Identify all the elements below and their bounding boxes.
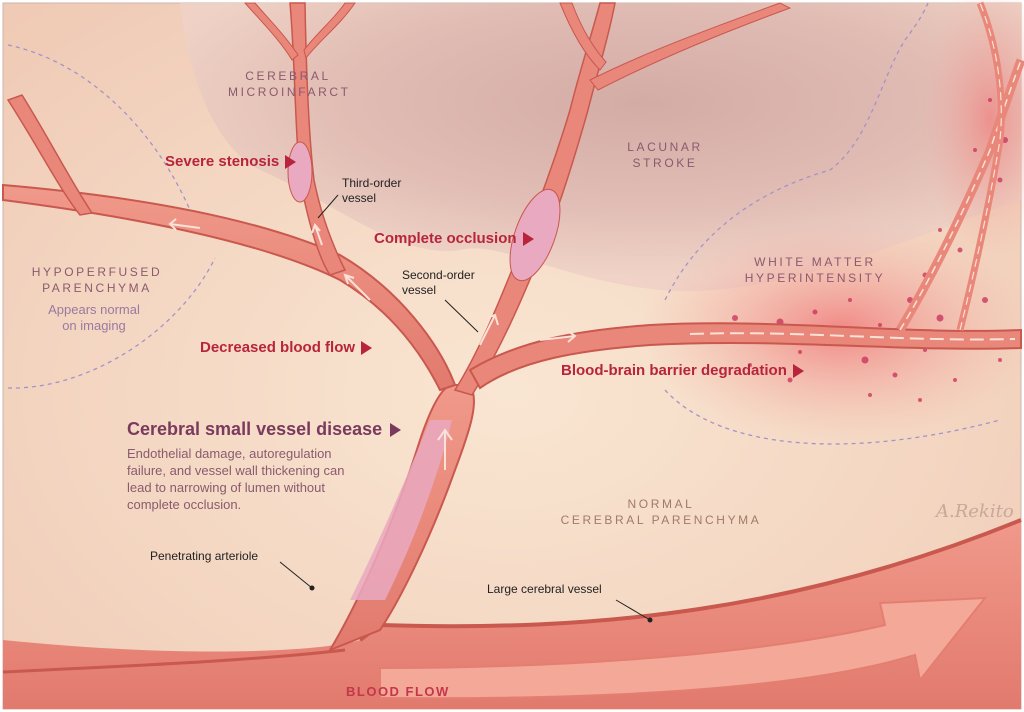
hypoperfused-boundary — [7, 44, 191, 211]
csvd-callout: Cerebral small vessel disease — [127, 419, 402, 440]
severe-stenosis-callout: Severe stenosis — [165, 153, 297, 170]
artist-signature: A.Rekito — [936, 501, 1014, 522]
large-cerebral-vessel-label: Large cerebral vessel — [487, 582, 602, 596]
third-order-vessel-label: Third-order vessel — [342, 176, 402, 205]
severe-stenosis-text: Severe stenosis — [165, 153, 280, 170]
wmh-boundary-lower — [664, 389, 1001, 445]
upper-region — [180, 3, 1021, 292]
triangle-right-icon — [361, 340, 373, 355]
wmh-boundary — [664, 2, 929, 301]
third-order-branch-1 — [243, 2, 299, 61]
penetrating-arteriole-label: Penetrating arteriole — [150, 549, 259, 563]
left-top-branch — [6, 94, 94, 216]
bbb-vessel-dashes — [689, 332, 1016, 341]
hypoperfused-boundary-lower — [7, 257, 216, 389]
triangle-right-icon — [285, 154, 297, 169]
blood-flow-label: BLOOD FLOW — [346, 684, 450, 699]
decreased-flow-vessel — [1, 183, 457, 392]
triangle-right-icon — [390, 422, 402, 437]
decreased-blood-flow-text: Decreased blood flow — [200, 339, 356, 356]
bbb-degradation-text: Blood-brain barrier degradation — [561, 362, 787, 379]
wmh-vessel-1-dashes — [899, 59, 1022, 331]
large-vessel-wall — [358, 518, 1022, 642]
severe-stenosis-site — [287, 141, 313, 203]
complete-occlusion-text: Complete occlusion — [374, 230, 517, 247]
flow-arrows — [168, 218, 577, 470]
hypoperfused-note: Appears normal on imaging — [48, 302, 140, 333]
cerebral-microinfarct-label: CEREBRAL MICROINFARCT — [228, 69, 351, 99]
csvd-title: Cerebral small vessel disease — [127, 419, 383, 439]
white-matter-hyperintensity-label: WHITE MATTER HYPERINTENSITY — [744, 255, 886, 285]
third-order-vessel — [289, 2, 347, 276]
third-order-branch-2 — [303, 2, 356, 60]
complete-occlusion-callout: Complete occlusion — [374, 230, 534, 247]
large-vessel-inner-wall — [2, 648, 346, 674]
blood-flow-arrow — [379, 596, 988, 700]
decreased-blood-flow-callout: Decreased blood flow — [200, 339, 373, 356]
wmh-vessel-2-dashes — [959, 2, 1002, 331]
normal-parenchyma-label: NORMAL CEREBRAL PARENCHYMA — [560, 497, 762, 527]
trunk-stenosis — [350, 420, 452, 600]
csvd-description: Endothelial damage, autoregulation failu… — [127, 446, 345, 512]
second-order-branch — [559, 2, 607, 71]
leader-lines — [279, 194, 651, 621]
triangle-right-icon — [522, 231, 534, 246]
lacunar-stroke-label: LACUNAR STROKE — [627, 140, 703, 170]
second-order-vessel-label: Second-order vessel — [402, 268, 475, 297]
second-order-branch-right — [589, 2, 792, 91]
hypoperfused-parenchyma-label: HYPOPERFUSED PARENCHYMA — [31, 265, 163, 295]
triangle-right-icon — [792, 363, 804, 378]
bbb-degradation-callout: Blood-brain barrier degradation — [561, 362, 804, 379]
bbb-vessel — [468, 322, 1022, 390]
complete-occlusion-site — [509, 188, 561, 282]
